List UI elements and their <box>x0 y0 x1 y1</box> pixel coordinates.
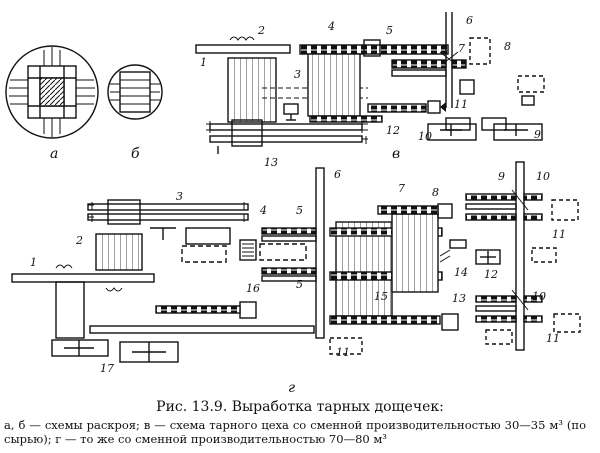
scheme-g-label-8: 7 <box>398 182 405 195</box>
scheme-g-label-19: 15 <box>374 290 388 303</box>
scheme-g-label-11: 10 <box>536 170 550 183</box>
scheme-v-label-13: 13 <box>264 156 278 169</box>
scheme-v-label-1: 1 <box>200 56 207 69</box>
shop-layout-v <box>195 12 545 154</box>
scheme-g-label-5: 5 <box>296 204 303 217</box>
scheme-v-label-7: 7 <box>458 42 465 55</box>
shop-layout-g <box>11 161 581 363</box>
caption-body: а, б — схемы раскроя; в — схема тарного … <box>4 418 586 446</box>
scheme-v-label-12: 12 <box>386 124 400 137</box>
scheme-g-label-4: 4 <box>259 204 267 217</box>
scheme-v-label-3: 3 <box>294 68 301 81</box>
scheme-v-label-2: 2 <box>257 24 265 37</box>
cutting-scheme-b <box>107 64 163 120</box>
scheme-g-label-9: 8 <box>432 186 439 199</box>
scheme-v-label-9: 9 <box>534 128 541 141</box>
scheme-g-label-13: 11 <box>552 228 566 241</box>
scheme-g-label-15: 11 <box>546 332 560 345</box>
scheme-v-label-8: 8 <box>504 40 511 53</box>
scheme-g-label-14: 11 <box>336 346 350 359</box>
scheme-g-label-6: 5 <box>296 278 303 291</box>
panel-label-b: б <box>131 146 140 162</box>
scheme-v-label-5: 5 <box>386 24 393 37</box>
scheme-v-label-11: 11 <box>454 98 468 111</box>
scheme-g-label-16: 12 <box>484 268 498 281</box>
caption-title: Рис. 13.9. Выработка тарных дощечек: <box>156 399 444 415</box>
scheme-g-label-3: 3 <box>176 190 183 203</box>
panel-label-a: а <box>50 146 58 162</box>
panel-label-g: г <box>288 380 295 396</box>
scheme-v-label-6: 6 <box>466 14 473 27</box>
scheme-g-label-1: 1 <box>30 256 37 269</box>
figure-caption: Рис. 13.9. Выработка тарных дощечек: а, … <box>0 399 600 446</box>
scheme-g-label-10: 9 <box>498 170 505 183</box>
scheme-v-label-10: 10 <box>418 130 432 143</box>
scheme-g-label-21: 17 <box>100 362 114 375</box>
scheme-g-label-12: 10 <box>532 290 546 303</box>
scheme-g-label-7: 6 <box>334 168 341 181</box>
scheme-g-label-17: 13 <box>452 292 466 305</box>
scheme-v-label-4: 4 <box>327 20 335 33</box>
scheme-g-label-2: 2 <box>75 234 83 247</box>
panel-label-v: в <box>392 146 400 162</box>
scheme-g-label-20: 16 <box>246 282 260 295</box>
cutting-scheme-a <box>5 45 99 139</box>
scheme-g-label-18: 14 <box>454 266 468 279</box>
figure-diagram: 1234567891011121312345567891010111111121… <box>5 12 581 396</box>
